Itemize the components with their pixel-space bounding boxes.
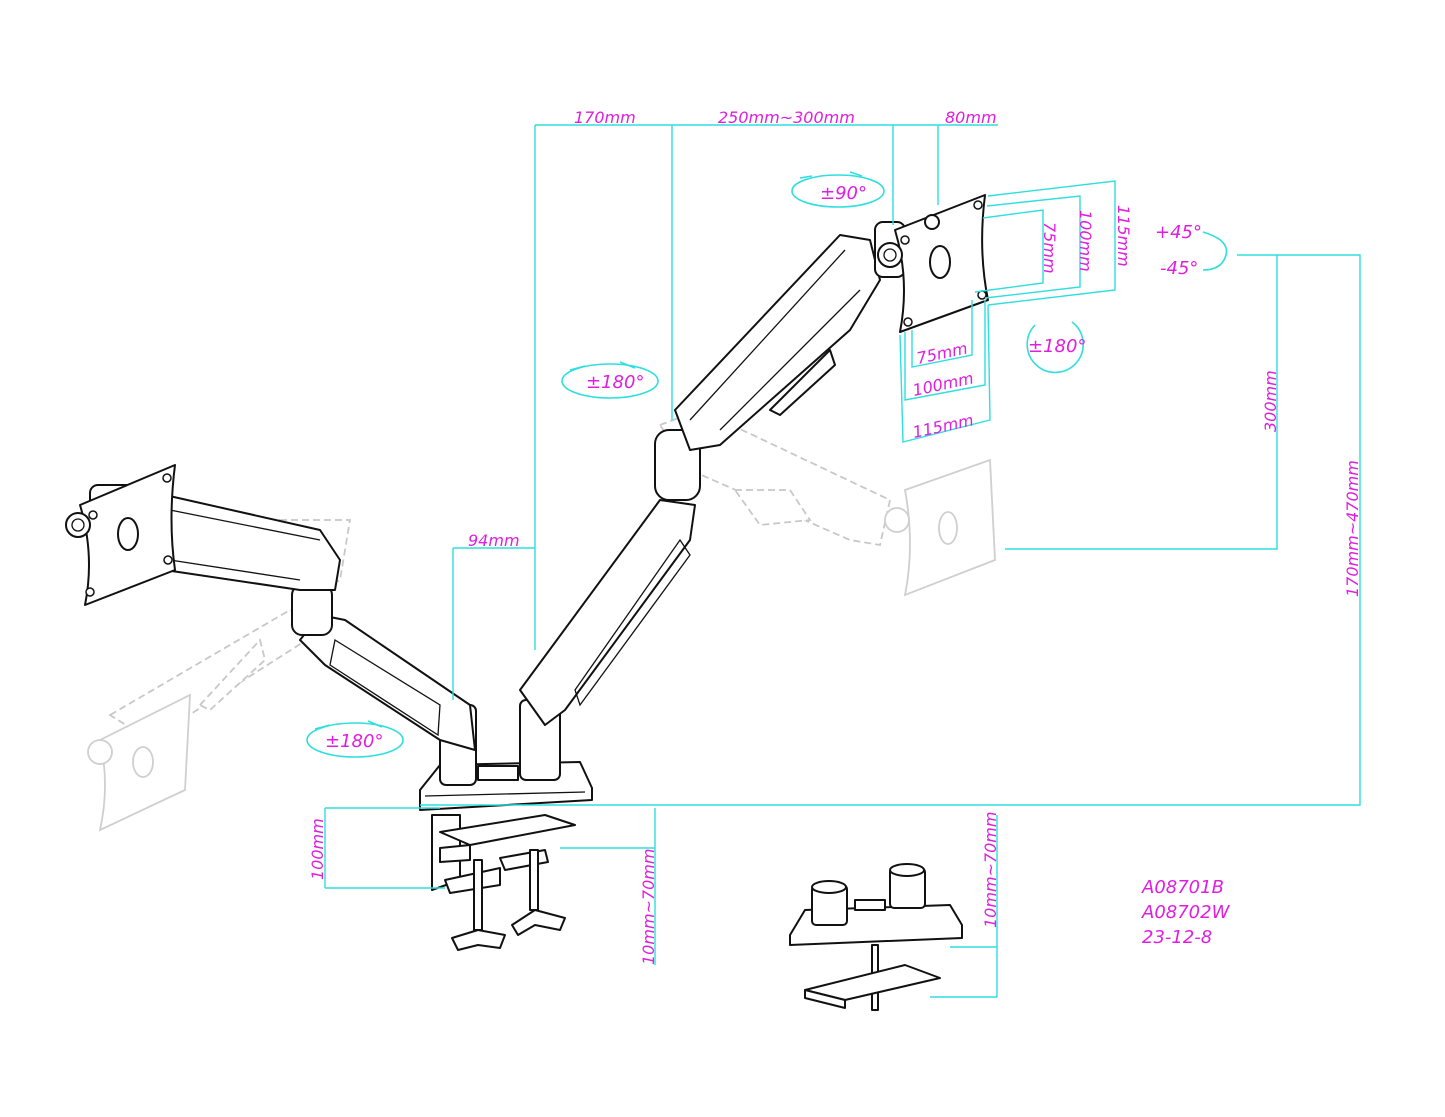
vesa-label-115-vertical: 115mm	[911, 410, 975, 441]
vesa-label-75-horizontal: 75mm	[1040, 222, 1059, 274]
vesa-label-100-vertical: 100mm	[911, 368, 975, 399]
model-code-white: A08702W	[1141, 902, 1231, 923]
rotation-label-tilt: ±90°	[820, 183, 867, 204]
rotation-label-minus45: -45°	[1160, 258, 1198, 279]
dim-label-80mm: 80mm	[945, 108, 997, 127]
vesa-label-115-horizontal: 115mm	[1114, 205, 1133, 267]
rotation-label-swivel-upper: ±180°	[586, 372, 644, 393]
dim-label-250-300mm: 250mm~300mm	[718, 108, 855, 127]
left-arm	[65, 464, 477, 786]
dim-label-300mm: 300mm	[1261, 370, 1280, 432]
desk-clamp	[431, 814, 576, 951]
dim-label-170mm: 170mm	[574, 108, 636, 127]
grommet-base	[789, 863, 963, 1011]
model-code-black: A08701B	[1141, 877, 1224, 898]
dim-label-clamp-thickness: 10mm~70mm	[639, 849, 658, 965]
vesa-label-75-vertical: 75mm	[915, 339, 969, 368]
dimension-lines	[324, 124, 1361, 998]
drawing-date: 23-12-8	[1142, 927, 1212, 948]
ghost-left-arm	[87, 519, 352, 832]
dim-label-94mm: 94mm	[468, 531, 520, 550]
vesa-label-100-horizontal: 100mm	[1076, 210, 1095, 272]
rotation-label-plus45: +45°	[1155, 222, 1202, 243]
dim-label-170-470mm: 170mm~470mm	[1343, 460, 1362, 597]
dim-label-100mm-clamp: 100mm	[308, 818, 327, 880]
dim-label-grommet-thickness: 10mm~70mm	[981, 812, 1000, 928]
rotation-label-plate: ±180°	[1028, 336, 1086, 357]
rotation-indicators	[306, 171, 1228, 758]
right-arm	[519, 194, 989, 781]
rotation-label-swivel-lower: ±180°	[325, 731, 383, 752]
